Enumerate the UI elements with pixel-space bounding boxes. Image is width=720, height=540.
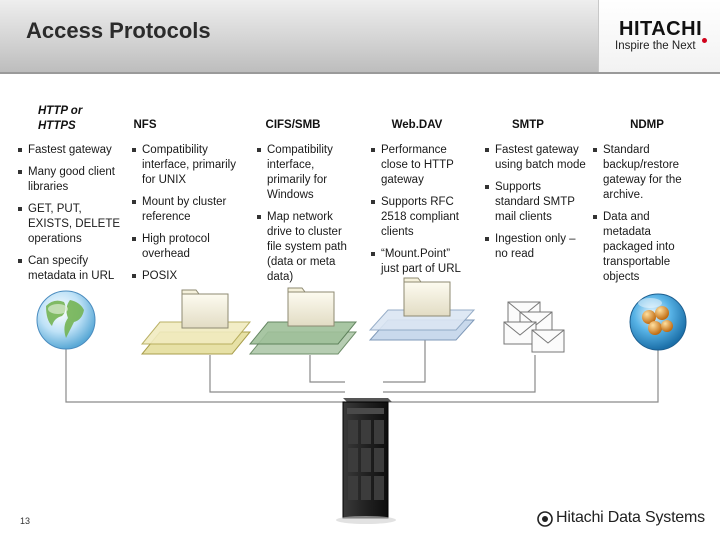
list-item: Compatibility interface, primarily for W…	[257, 143, 355, 203]
list-item: Supports RFC 2518 compliant clients	[371, 195, 471, 240]
hitachi-emblem-icon	[537, 511, 553, 527]
slide-title: Access Protocols	[26, 18, 211, 43]
list-item: POSIX	[132, 269, 248, 284]
bullet-list-webdav: Performance close to HTTP gateway Suppor…	[371, 143, 471, 284]
orb-icon	[629, 293, 687, 351]
bullet-list-nfs: Compatibility interface, primarily for U…	[132, 143, 248, 291]
list-item: Many good client libraries	[18, 165, 122, 195]
column-header-cifs: CIFS/SMB	[265, 119, 321, 131]
list-item: High protocol overhead	[132, 232, 248, 262]
list-item: Standard backup/restore gateway for the …	[593, 143, 693, 203]
column-header-webdav: Web.DAV	[391, 119, 443, 131]
bullet-list-smtp: Fastest gateway using batch mode Support…	[485, 143, 587, 269]
logo-tagline: Inspire the Next	[615, 40, 696, 52]
column-header-nfs: NFS	[133, 119, 157, 131]
list-item: “Mount.Point” just part of URL	[371, 247, 471, 277]
list-item: Mount by cluster reference	[132, 195, 248, 225]
page-number: 13	[20, 516, 31, 526]
column-header-http: HTTP or HTTPS	[38, 105, 83, 132]
envelopes-icon	[503, 301, 565, 353]
footer-brand: Hitachi Data Systems	[556, 509, 705, 526]
list-item: Data and metadata packaged into transpor…	[593, 210, 693, 285]
connection-lines	[65, 340, 659, 403]
list-item: Can specify metadata in URL	[18, 254, 122, 284]
column-header-smtp: SMTP	[512, 119, 544, 131]
column-header-ndmp: NDMP	[630, 119, 664, 131]
list-item: Ingestion only – no read	[485, 232, 587, 262]
bullet-list-http: Fastest gateway Many good client librari…	[18, 143, 122, 291]
server-rack-icon	[336, 398, 396, 524]
folder-layer-icon	[248, 287, 358, 355]
folder-layer-icon	[140, 289, 252, 355]
title-divider	[0, 72, 720, 74]
logo-dot-icon	[702, 38, 707, 43]
list-item: Fastest gateway using batch mode	[485, 143, 587, 173]
list-item: Supports standard SMTP mail clients	[485, 180, 587, 225]
logo-name: HITACHI	[619, 18, 703, 40]
list-item: Fastest gateway	[18, 143, 122, 158]
hitachi-logo: HITACHI Inspire the Next	[598, 0, 720, 72]
globe-icon	[36, 290, 96, 350]
bullet-list-cifs: Compatibility interface, primarily for W…	[257, 143, 355, 292]
list-item: Map network drive to cluster file system…	[257, 210, 355, 285]
list-item: GET, PUT, EXISTS, DELETE operations	[18, 202, 122, 247]
folder-layer-icon	[368, 277, 476, 341]
bullet-list-ndmp: Standard backup/restore gateway for the …	[593, 143, 693, 292]
list-item: Compatibility interface, primarily for U…	[132, 143, 248, 188]
list-item: Performance close to HTTP gateway	[371, 143, 471, 188]
